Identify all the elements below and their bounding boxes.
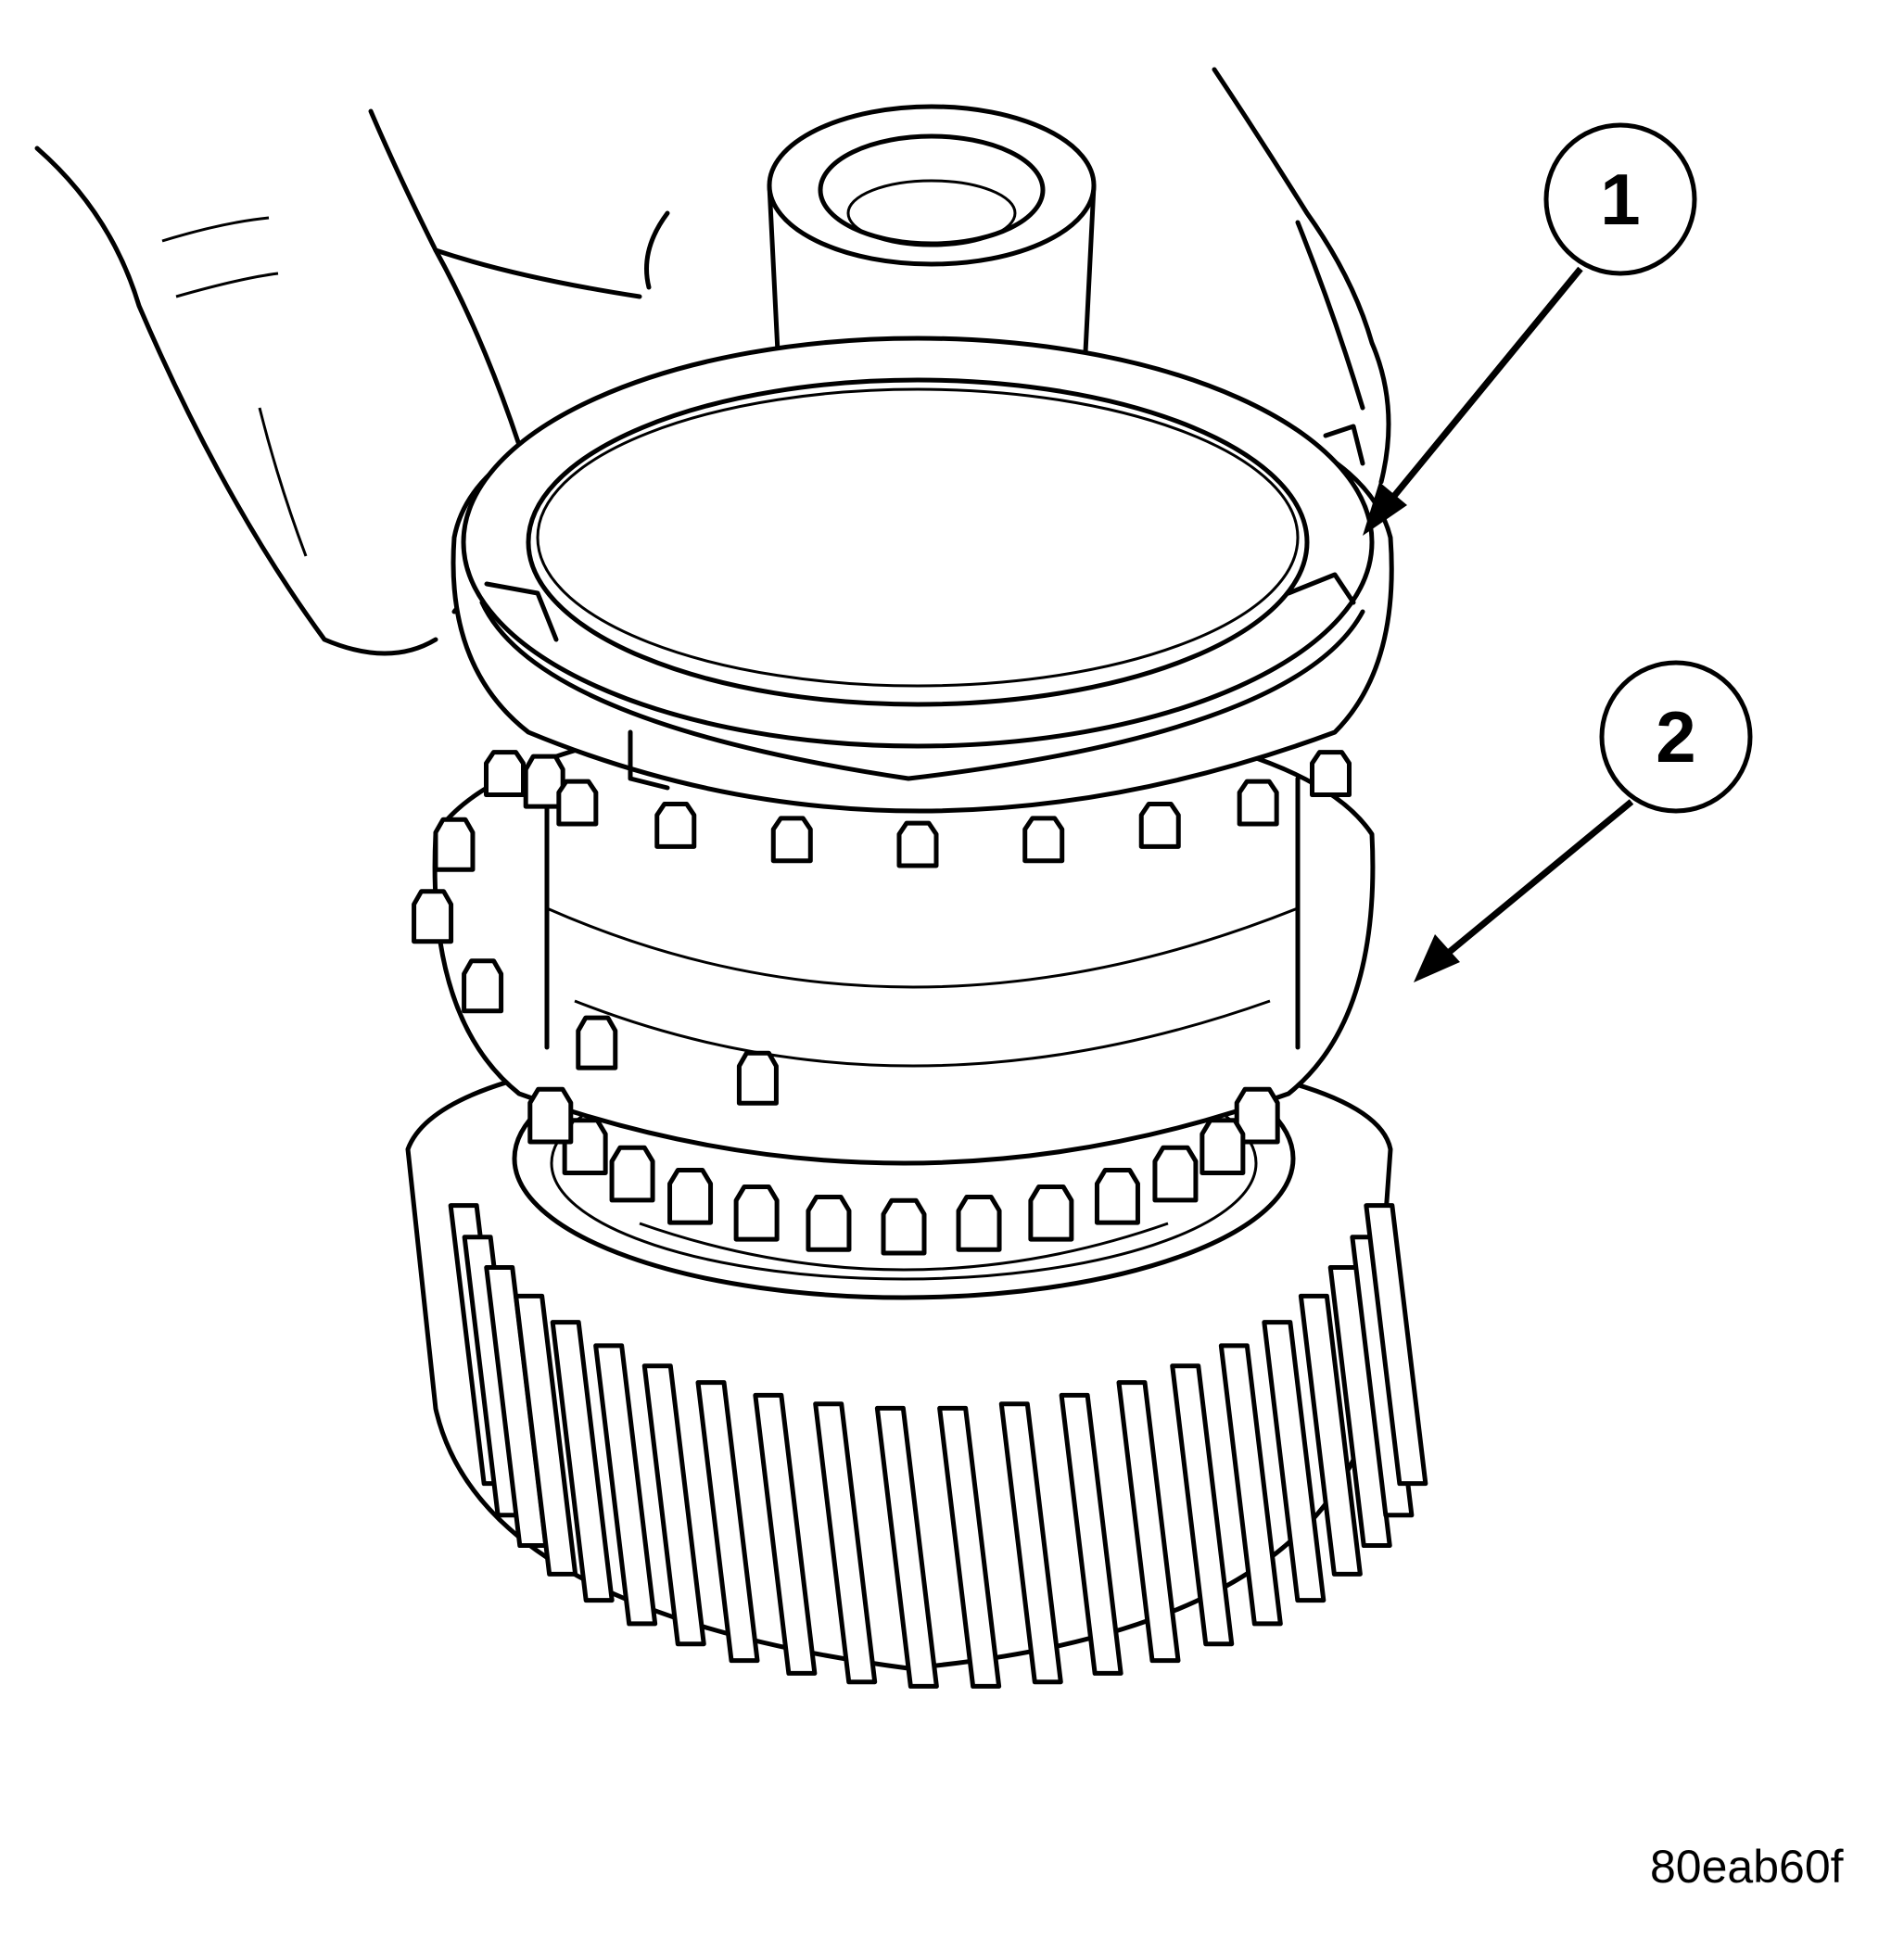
callout-2: 2 [1599,660,1753,814]
dog-tooth [433,817,476,872]
gear-tooth [593,1343,658,1627]
gear-tooth [550,1320,615,1603]
dog-tooth [412,889,454,944]
dog-tooth [462,958,504,1014]
gear-tooth [874,1405,939,1689]
ring-tooth [896,820,939,868]
gear-tooth [998,1401,1063,1685]
gear-tooth [1059,1392,1123,1676]
dog-tooth [733,1184,780,1242]
dog-tooth [523,754,565,809]
ring-tooth [654,801,697,849]
dog-tooth [736,1050,779,1106]
dog-tooth [1152,1145,1199,1203]
leader-arrow-1 [1363,266,1583,536]
right-hand [1212,67,1391,485]
gear-tooth [1116,1380,1181,1664]
ring-tooth [1310,750,1352,798]
dog-tooth [1028,1184,1074,1242]
ring-tooth [1138,801,1181,849]
callout-2-number: 2 [1656,696,1695,778]
synchronizer-ring [451,336,1394,868]
ring-tooth [483,750,526,798]
ring-tooth [770,816,813,864]
dog-tooth [806,1195,852,1252]
dog-teeth-lower [527,1086,1280,1256]
gear-tooth [1298,1293,1363,1577]
gear-tooth [813,1401,878,1685]
gear-tooth [1262,1320,1326,1603]
ring-tooth [556,779,599,827]
leader-arrow-2 [1414,799,1634,982]
callout-1-number: 1 [1600,158,1640,240]
ring-teeth [483,750,1352,868]
dog-tooth [1094,1167,1140,1225]
gear-tooth [695,1380,760,1664]
gear-tooth [641,1363,706,1647]
dog-tooth [881,1197,927,1256]
dog-tooth [667,1167,714,1225]
ring-tooth [1022,816,1065,864]
gear-tooth [514,1293,578,1577]
ring-tooth [1237,779,1279,827]
dog-tooth [576,1015,618,1071]
gear-tooth [937,1405,1002,1689]
gear-tooth [1218,1343,1283,1627]
dog-tooth [527,1086,574,1145]
gear-tooth [1327,1265,1392,1549]
dog-tooth [609,1145,655,1203]
gear-tooth [753,1392,818,1676]
gear-teeth [448,1203,1428,1689]
callout-1: 1 [1543,122,1697,276]
gear-tooth [1170,1363,1235,1647]
gear-tooth [1364,1203,1428,1487]
dog-tooth [1200,1118,1246,1175]
figure-id: 80eab60f [1650,1841,1844,1893]
dog-tooth [956,1195,1002,1252]
